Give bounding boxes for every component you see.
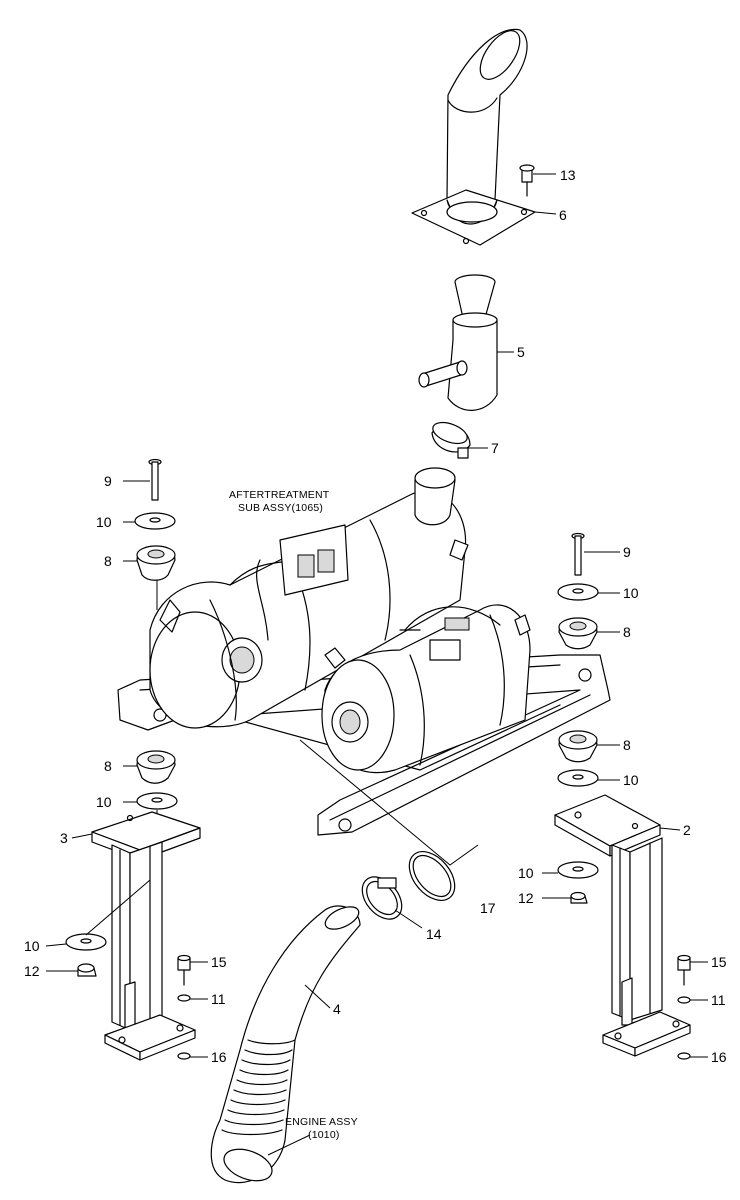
callout-5: 5 [517,344,525,360]
callout-numbers: 13 6 5 7 9 10 8 9 10 8 8 10 8 10 3 2 10 … [24,167,727,1065]
exhaust-stack [411,28,536,246]
callout-8-right-top: 8 [623,624,631,640]
right-lower-hardware [557,861,691,1060]
callout-10-right-top: 10 [623,585,639,601]
aftertreatment-label-line2: SUB ASSY(1065) [238,502,323,514]
callout-15-left: 15 [211,954,227,970]
callout-13: 13 [560,167,576,183]
flex-hose-4 [210,905,361,1184]
callout-10-right-mid: 10 [623,772,639,788]
left-lower-hardware [65,879,151,977]
clamp-14 [361,876,403,920]
callout-16-left: 16 [211,1049,227,1065]
left-mount-top [134,458,176,610]
callout-11-left: 11 [211,991,226,1007]
callout-15-right: 15 [711,954,727,970]
callout-8-left-top: 8 [104,553,112,569]
engine-assy-label-line1: ENGINE ASSY [285,1116,358,1128]
engine-assy-label-line2: (1010) [308,1129,340,1141]
leader-lines [45,173,708,1156]
callout-12-left: 12 [24,963,40,979]
callout-17: 17 [480,900,496,916]
assembly-labels: AFTERTREATMENT SUB ASSY(1065) ENGINE ASS… [229,489,358,1141]
callout-14: 14 [426,926,442,942]
right-mount-top [557,532,599,650]
right-bracket-2 [554,794,691,1057]
callout-3: 3 [60,830,68,846]
callout-9-right: 9 [623,544,631,560]
callout-8-right-mid: 8 [623,737,631,753]
left-mount-mid [136,750,178,855]
callout-6: 6 [559,207,567,223]
callout-10-left-mid: 10 [96,794,112,810]
callout-7: 7 [491,440,499,456]
callout-12-right: 12 [518,890,534,906]
callout-10-left-low: 10 [24,938,40,954]
right-mount-mid [557,730,599,787]
callout-4: 4 [333,1001,341,1017]
aftertreatment-label-line1: AFTERTREATMENT [229,489,330,501]
callout-2: 2 [683,822,691,838]
callout-10-right-low: 10 [518,865,534,881]
left-bolt-hardware [177,954,191,1060]
clamp-7 [431,421,471,459]
callout-16-right: 16 [711,1049,727,1065]
callout-11-right: 11 [711,992,726,1008]
adapter-pipe-5 [418,274,498,411]
aftertreatment-assembly [117,467,611,836]
left-bracket-3 [91,811,201,1061]
callout-8-left-mid: 8 [104,758,112,774]
callout-9-left: 9 [104,473,112,489]
bolt-13 [519,164,535,197]
gasket-17 [299,739,479,901]
callout-10-left-top: 10 [96,514,112,530]
